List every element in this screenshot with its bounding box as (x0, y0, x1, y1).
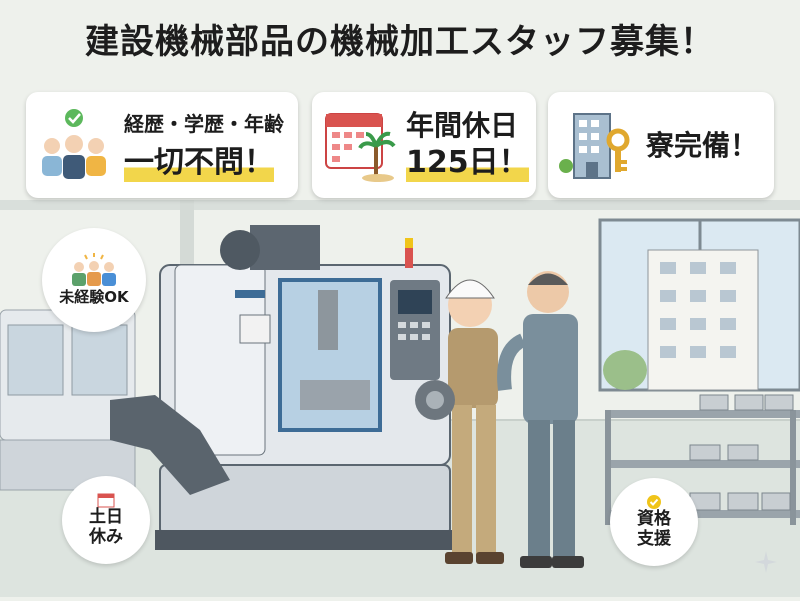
people-group-icon (72, 253, 116, 287)
badge-weekends-line2: 休み (89, 527, 123, 547)
badge-qualification-line1: 資格 (637, 509, 671, 530)
sparkle-icon (755, 551, 777, 573)
calendar-palm-icon (325, 113, 396, 182)
badge-weekends-off: 土日 休み (62, 476, 150, 564)
card-holidays-line2: 125日！ (406, 144, 529, 182)
calendar-icon (97, 493, 115, 508)
card-dormitory-text: 寮完備！ (646, 129, 759, 162)
feature-card-requirements: 経歴・学歴・年齢 一切不問！ (26, 92, 298, 198)
badge-inexperienced-label: 未経験OK (59, 288, 129, 307)
card-holidays-line1: 年間休日 (406, 109, 519, 142)
feature-card-holidays: 年間休日 125日！ (312, 92, 536, 198)
building-key-icon (559, 113, 630, 179)
people-check-icon (42, 109, 106, 179)
badge-weekends-line1: 土日 (89, 507, 123, 528)
card-requirements-line2: 一切不問！ (124, 144, 274, 182)
page-title: 建設機械部品の機械加工スタッフ募集！ (85, 22, 715, 62)
feature-card-dormitory: 寮完備！ (548, 92, 774, 198)
badge-qualification-support: 資格 支援 (610, 478, 698, 566)
badge-qualification-line2: 支援 (637, 529, 671, 549)
check-circle-icon (647, 495, 661, 510)
badge-inexperienced-ok: 未経験OK (42, 228, 146, 332)
card-requirements-line1: 経歴・学歴・年齢 (124, 112, 284, 136)
